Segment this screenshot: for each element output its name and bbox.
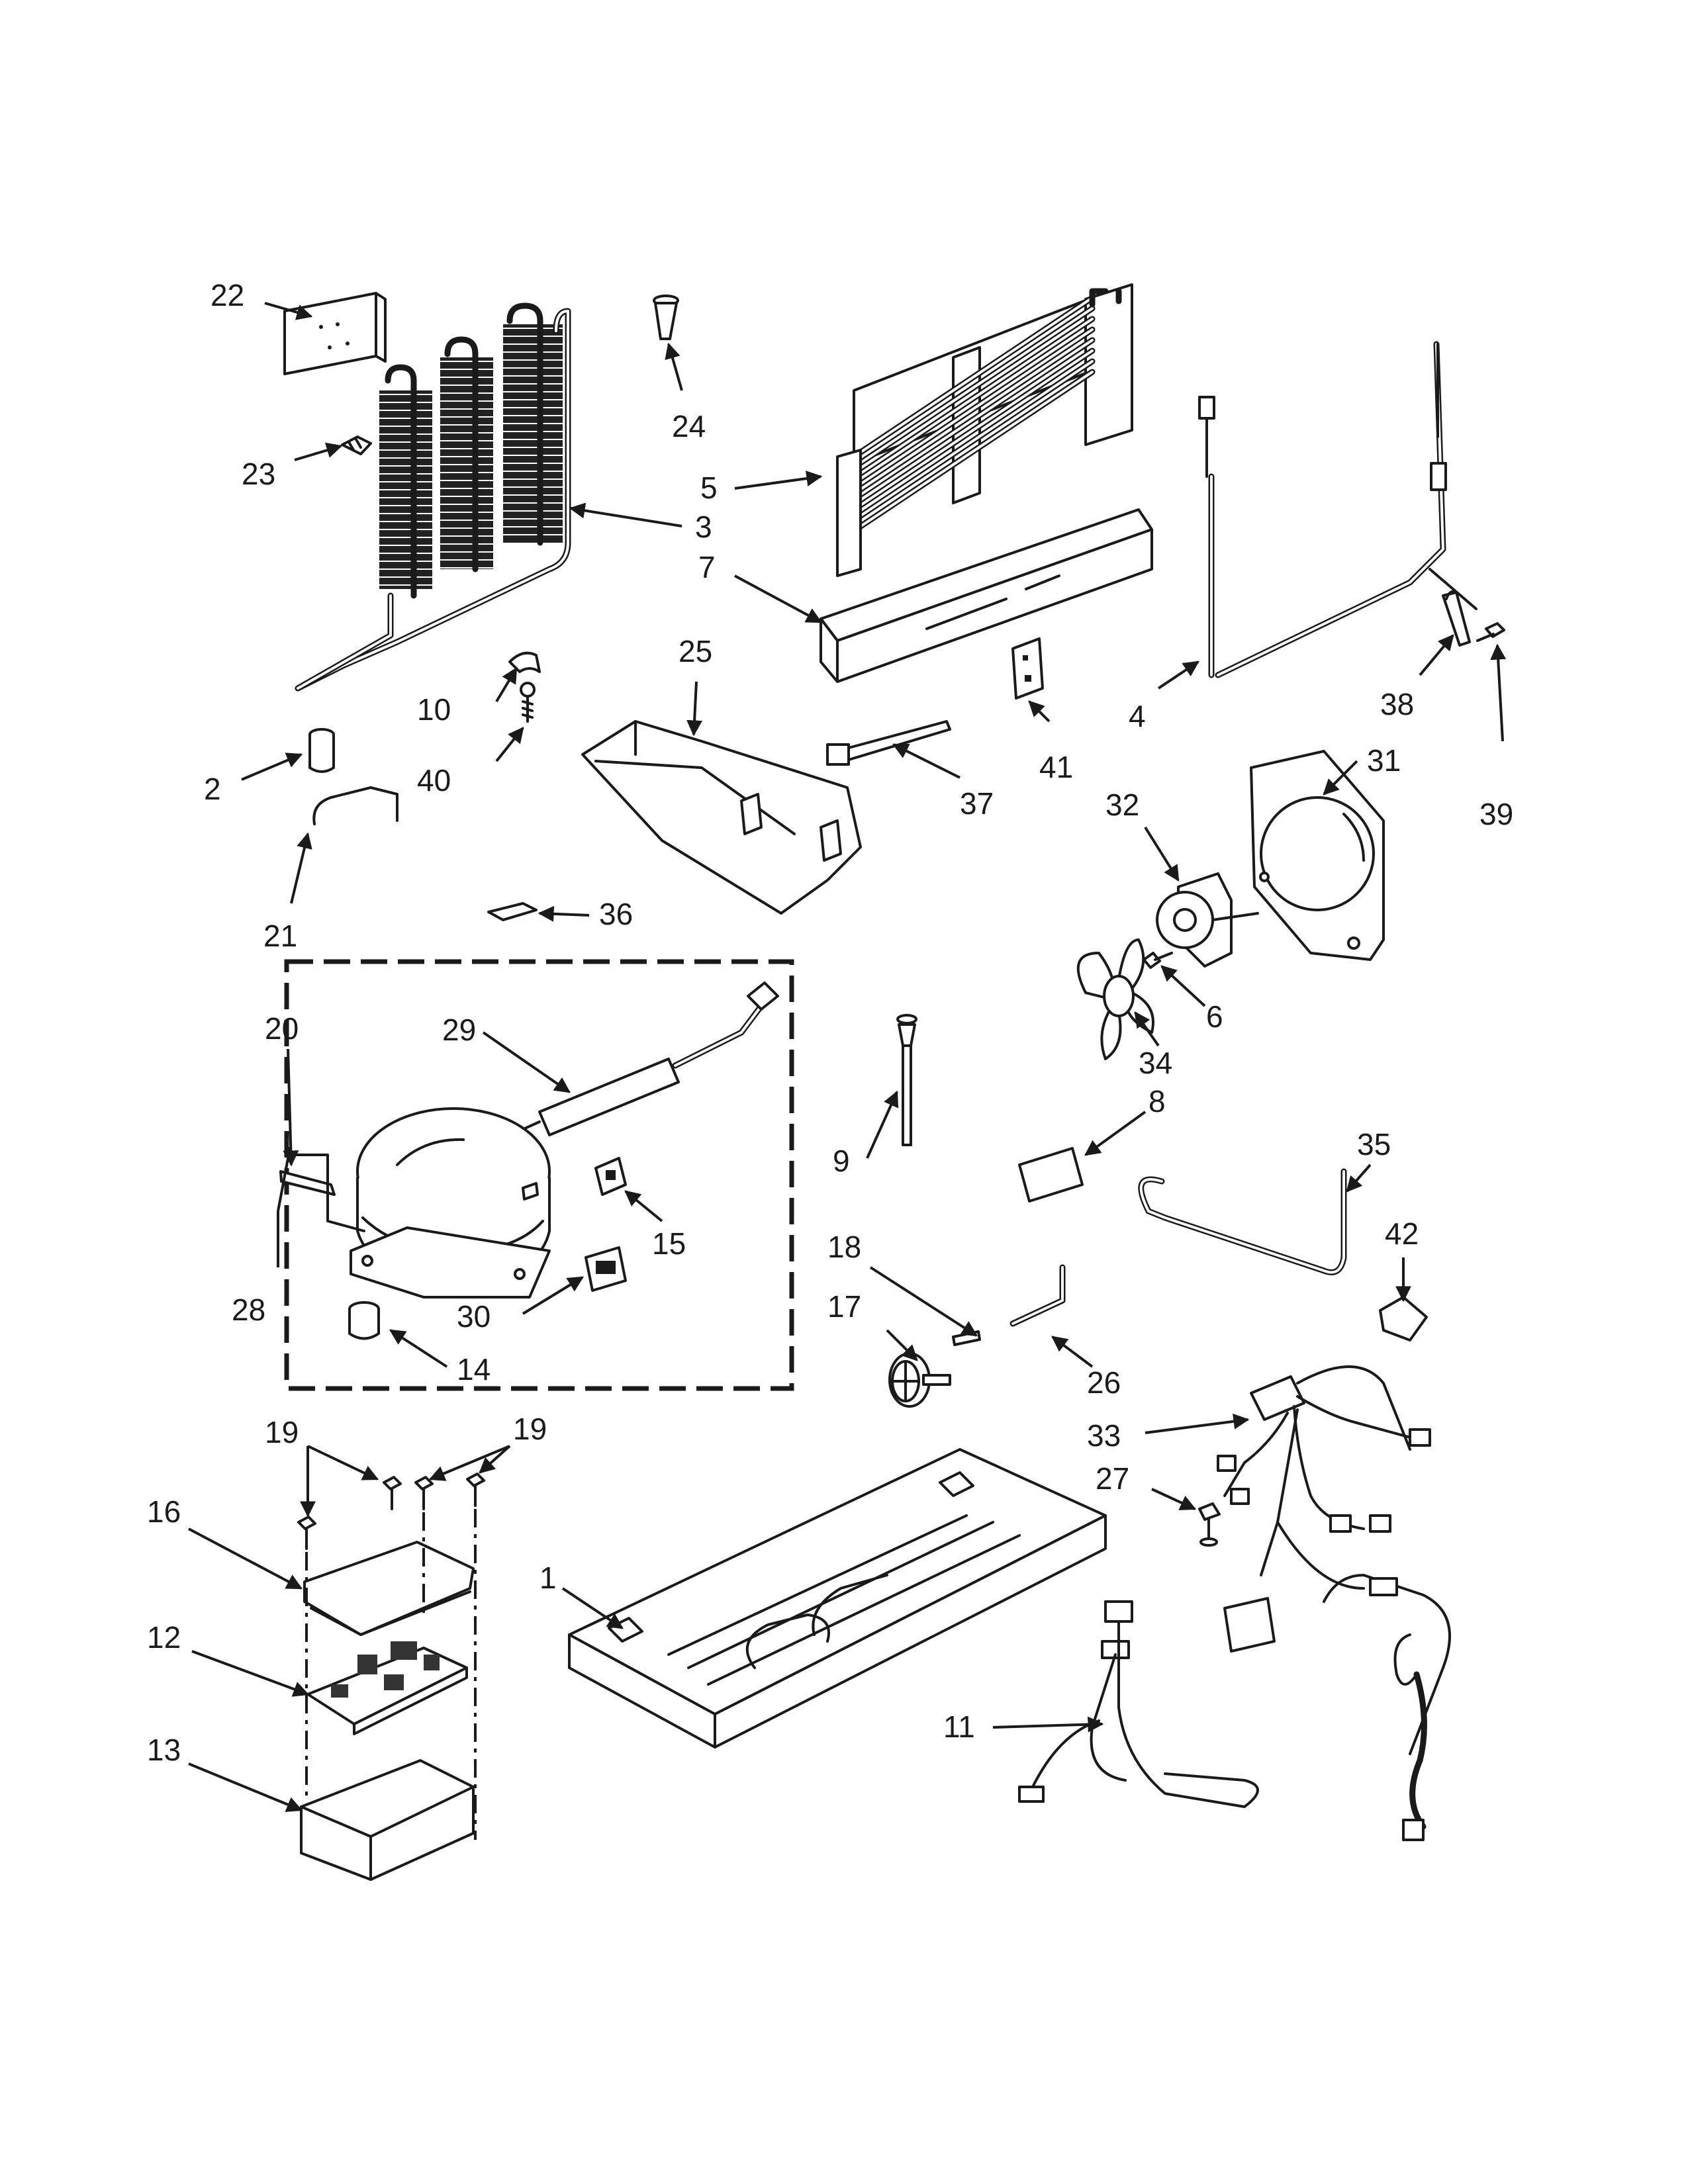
part-11-harness — [1018, 1600, 1259, 1808]
callout-9: 9 — [833, 1144, 850, 1178]
part-26-tube — [1009, 1264, 1066, 1327]
callout-14: 14 — [457, 1352, 491, 1387]
part-25-drain-pan — [581, 720, 862, 915]
part-10-clip — [508, 651, 541, 673]
part-6-screw — [1143, 952, 1173, 969]
part-19-screws — [297, 1473, 485, 1550]
callout-3: 3 — [695, 510, 712, 544]
callout-40: 40 — [417, 763, 451, 797]
callout-33: 33 — [1087, 1418, 1121, 1453]
part-33-main-harness — [1217, 1365, 1451, 1841]
callout-5: 5 — [700, 471, 718, 505]
callout-18: 18 — [827, 1230, 861, 1264]
callout-31: 31 — [1367, 743, 1401, 778]
part-14-grommet — [348, 1301, 380, 1340]
part-16-cover — [303, 1541, 475, 1636]
callout-17: 17 — [827, 1289, 861, 1324]
callout-16: 16 — [147, 1494, 181, 1529]
part-compressor — [350, 1107, 551, 1298]
part-30-overload — [585, 1246, 627, 1292]
callout-35: 35 — [1357, 1127, 1391, 1161]
callout-7: 7 — [698, 550, 716, 584]
part-12-control-board — [306, 1641, 468, 1735]
callout-12: 12 — [147, 1620, 181, 1655]
assembly-centerlines — [305, 1509, 477, 1840]
part-42-clip — [1379, 1296, 1428, 1342]
callout-10: 10 — [417, 692, 451, 727]
part-31-fan-shroud — [1250, 750, 1385, 961]
part-5-evaporator — [836, 283, 1133, 577]
part-37-cable-tie — [826, 720, 951, 766]
callout-8: 8 — [1149, 1084, 1166, 1118]
part-40-screw — [520, 682, 536, 723]
callout-21: 21 — [263, 919, 297, 953]
part-8-pad — [1018, 1147, 1084, 1203]
callout-15: 15 — [652, 1226, 686, 1261]
part-39-screw — [1476, 622, 1505, 642]
callout-38: 38 — [1380, 687, 1414, 721]
callout-22: 22 — [211, 278, 244, 312]
part-1-base-plate — [568, 1448, 1107, 1749]
part-27-screw — [1198, 1502, 1221, 1547]
callout-37: 37 — [960, 786, 994, 821]
callout-29: 29 — [442, 1013, 476, 1047]
callout-2: 2 — [204, 772, 221, 806]
callout-32: 32 — [1105, 788, 1139, 822]
part-3-condenser — [295, 302, 571, 692]
callout-20: 20 — [265, 1011, 299, 1046]
callout-30: 30 — [457, 1299, 491, 1334]
part-17-roller — [888, 1352, 951, 1408]
part-36-clip — [487, 902, 538, 921]
part-32-fan-motor — [1156, 872, 1259, 968]
callout-23: 23 — [242, 457, 275, 491]
callout-27: 27 — [1096, 1461, 1129, 1496]
callout-28: 28 — [232, 1293, 265, 1327]
callout-25: 25 — [679, 634, 712, 668]
callout-34: 34 — [1139, 1046, 1172, 1080]
part-2-relay — [308, 728, 335, 773]
callout-41: 41 — [1039, 750, 1073, 784]
part-23-clip — [341, 435, 372, 455]
callout-24: 24 — [672, 409, 706, 443]
callout-4: 4 — [1129, 699, 1146, 733]
part-15-start-device — [594, 1157, 627, 1196]
callout-6: 6 — [1206, 999, 1223, 1034]
part-35-tube — [1138, 1168, 1347, 1275]
callout-labels: 22 23 24 5 3 7 4 38 39 41 37 25 10 40 2 … — [147, 278, 1513, 1767]
part-9-drain-tube — [896, 1014, 917, 1146]
callout-36: 36 — [599, 897, 633, 931]
leader-lines — [188, 302, 1507, 1812]
part-24-grommet — [653, 295, 679, 340]
part-7-drain-trough — [820, 508, 1153, 683]
part-22-bracket — [283, 292, 387, 375]
part-4-heater-harness — [1198, 341, 1477, 678]
callout-26: 26 — [1087, 1365, 1121, 1400]
part-13-box — [300, 1759, 475, 1881]
part-38-spring-clip — [1442, 590, 1471, 647]
callout-19-right: 19 — [513, 1412, 547, 1446]
callout-1: 1 — [539, 1561, 557, 1595]
callout-11: 11 — [943, 1709, 975, 1744]
callout-42: 42 — [1385, 1216, 1419, 1251]
callout-19-left: 19 — [265, 1415, 299, 1449]
part-28-wire — [287, 1147, 365, 1232]
callout-39: 39 — [1479, 797, 1513, 831]
part-34-fan-blade — [1076, 938, 1154, 1060]
part-21-wire — [312, 786, 399, 825]
part-29-filter-drier — [502, 981, 779, 1140]
part-20-clip — [279, 1170, 336, 1196]
callout-13: 13 — [147, 1733, 181, 1767]
part-41-connector — [1011, 637, 1044, 700]
